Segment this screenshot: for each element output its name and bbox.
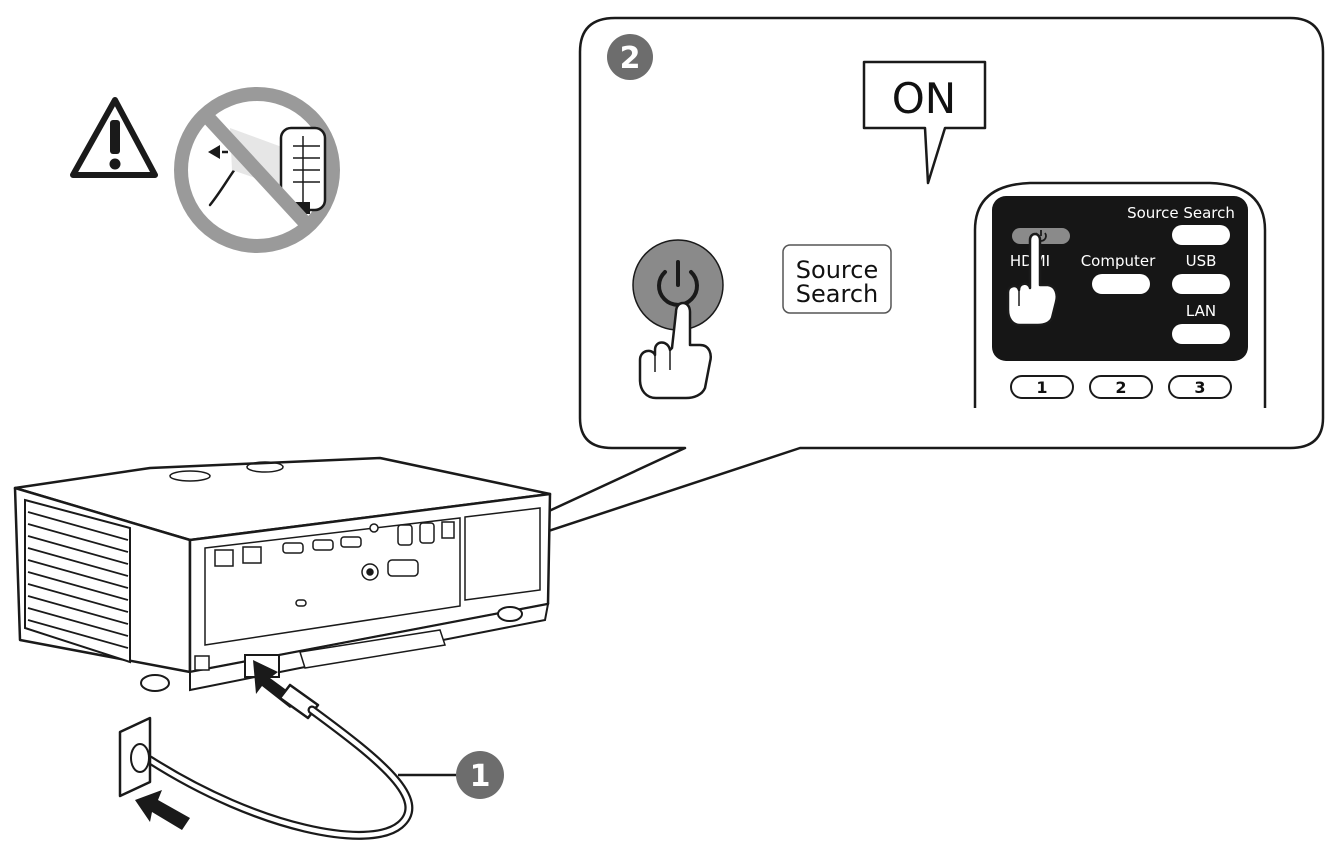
source-search-key: Source Search xyxy=(782,244,892,314)
remote-usb-button xyxy=(1172,274,1230,294)
svg-text:Source: Source xyxy=(796,256,878,284)
svg-text:2: 2 xyxy=(1115,378,1126,397)
rear-ports xyxy=(214,521,455,607)
warning-triangle-icon xyxy=(70,97,158,178)
remote-key-2 xyxy=(1089,375,1153,399)
pointing-hand-icon xyxy=(638,301,712,400)
svg-text:2: 2 xyxy=(620,41,641,76)
remote-key-1 xyxy=(1010,375,1074,399)
rear-cover xyxy=(464,507,541,601)
remote-lan-label: LAN xyxy=(1186,302,1216,320)
remote-pointing-hand-icon xyxy=(1006,232,1058,327)
power-button xyxy=(632,239,724,331)
step-1-badge: 1 xyxy=(398,751,504,799)
remote-key-3 xyxy=(1168,375,1232,399)
remote-usb-label: USB xyxy=(1186,252,1217,270)
remote-control: Source Search HDMI Computer USB LAN 1 2 … xyxy=(973,181,1267,408)
power-cable xyxy=(145,683,414,840)
svg-text:Search: Search xyxy=(796,280,878,308)
svg-text:3: 3 xyxy=(1194,378,1205,397)
no-look-into-lens-icon xyxy=(174,87,340,253)
wall-outlet xyxy=(118,716,152,798)
step-2-badge: 2 xyxy=(607,34,653,80)
svg-text:1: 1 xyxy=(470,759,491,794)
projector xyxy=(13,456,552,692)
plug-in-arrow-icon xyxy=(135,790,190,830)
remote-source-search-button xyxy=(1172,225,1230,245)
on-speech-bubble: ON xyxy=(862,60,987,185)
remote-computer-label: Computer xyxy=(1081,252,1156,270)
remote-computer-button xyxy=(1092,274,1150,294)
vent-grille xyxy=(24,498,131,664)
remote-lan-button xyxy=(1172,324,1230,344)
remote-source-search-label: Source Search xyxy=(1127,204,1235,222)
on-label: ON xyxy=(892,74,956,123)
svg-text:1: 1 xyxy=(1036,378,1047,397)
